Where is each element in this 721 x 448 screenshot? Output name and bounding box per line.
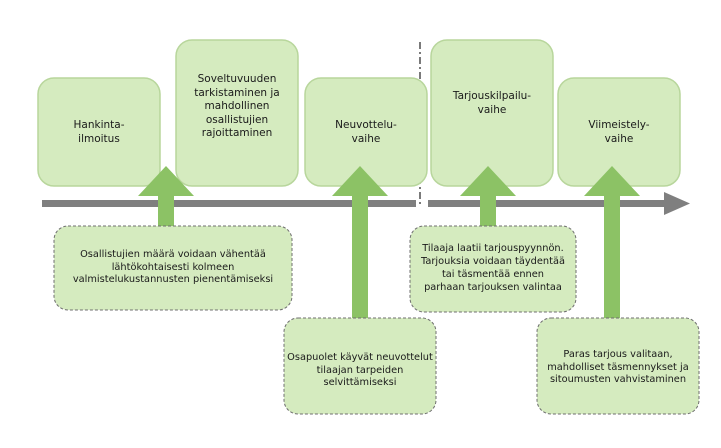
note-label-2: Osapuolet käyvät neuvottelut tilaajan ta…: [287, 351, 433, 389]
note-label-3: Tilaaja laatii tarjouspyynnön. Tarjouksi…: [421, 243, 565, 293]
note-box-1: [53, 225, 293, 311]
timeline-right: [428, 200, 668, 207]
timeline-arrowhead: [664, 192, 690, 215]
timeline-left: [42, 200, 416, 207]
note-label-4: Paras tarjous valitaan, mahdolliset täsm…: [547, 348, 689, 386]
arrow-note-3: [460, 166, 516, 230]
arrow-note-1: [138, 166, 194, 228]
note-box-2: [283, 317, 437, 415]
phase-label-2: Soveltuvuuden tarkistaminen ja mahdollin…: [194, 72, 280, 140]
note-box-4: [536, 317, 700, 415]
note-label-1: Osallistujien määrä voidaan vähentää läh…: [72, 248, 274, 286]
phase-label-5: Viimeistely- vaihe: [588, 119, 650, 145]
phase-label-4: Tarjouskilpailu- vaihe: [452, 90, 532, 116]
arrow-note-2: [332, 166, 388, 323]
phase-label-1: Hankinta- ilmoitus: [73, 119, 125, 145]
note-box-3: [409, 225, 577, 313]
phase-box-2: [175, 39, 299, 187]
phase-box-1: [37, 77, 161, 187]
arrow-note-4: [584, 166, 640, 323]
phase-label-3: Neuvottelu- vaihe: [335, 119, 397, 145]
